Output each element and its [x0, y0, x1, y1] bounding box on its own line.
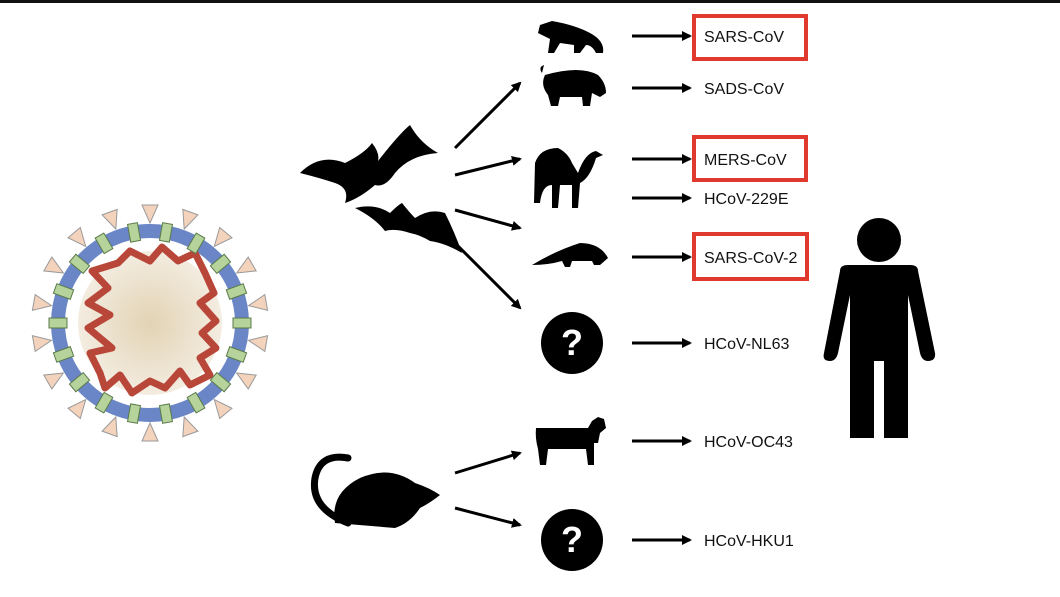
human-icon	[823, 218, 936, 438]
spike-protein	[235, 256, 258, 274]
virus-label-mers-cov: MERS-CoV	[704, 152, 787, 169]
svg-text:?: ?	[561, 322, 583, 363]
spike-protein	[247, 334, 269, 353]
membrane-protein	[52, 283, 75, 300]
virus-label-hcov-oc43: HCoV-OC43	[704, 434, 793, 451]
membrane-protein	[48, 317, 68, 329]
membrane-protein	[68, 371, 91, 393]
camel-icon	[534, 148, 603, 208]
pangolin-icon	[532, 243, 608, 267]
spike-protein	[67, 226, 87, 248]
spike-protein	[31, 293, 53, 312]
virus-label-sads-cov: SADS-CoV	[704, 81, 784, 98]
membrane-protein	[52, 346, 75, 363]
coronavirus-illustration	[31, 204, 269, 442]
spike-protein	[213, 226, 233, 248]
membrane-protein	[225, 346, 248, 363]
civet-icon	[538, 21, 604, 53]
membrane-protein	[68, 253, 91, 275]
spike-protein	[182, 415, 199, 438]
spike-protein	[67, 398, 87, 420]
spike-protein	[247, 293, 269, 312]
membrane-protein	[186, 232, 206, 255]
rat-icon	[310, 453, 440, 528]
virus-label-sars-cov-2: SARS-CoV-2	[704, 250, 797, 267]
unknown-host-icon: ?	[541, 509, 603, 571]
spike-protein	[235, 372, 258, 390]
spike-protein	[31, 334, 53, 353]
membrane-protein	[126, 222, 142, 243]
virus-label-sars-cov: SARS-CoV	[704, 29, 784, 46]
spike-protein	[42, 372, 65, 390]
unknown-host-icon: ?	[541, 312, 603, 374]
highlight-box	[692, 232, 809, 281]
bat-icon	[355, 203, 462, 253]
spillover-arrows	[632, 31, 692, 545]
membrane-protein	[94, 391, 114, 414]
virus-label-hcov-hku1: HCoV-HKU1	[704, 533, 794, 550]
spike-protein	[141, 204, 159, 225]
spike-protein	[101, 208, 118, 231]
membrane-protein	[209, 371, 232, 393]
cow-icon	[535, 417, 606, 465]
membrane-protein	[158, 222, 174, 243]
spike-protein	[141, 421, 159, 442]
svg-text:?: ?	[561, 519, 583, 560]
membrane-protein	[225, 283, 248, 300]
spike-protein	[182, 208, 199, 231]
pig-icon	[540, 65, 606, 106]
highlight-box	[692, 135, 808, 182]
membrane-protein	[186, 391, 206, 414]
transmission-arrows	[453, 81, 522, 528]
virus-label-hcov-229e: HCoV-229E	[704, 191, 789, 208]
spike-protein	[213, 398, 233, 420]
virus-label-hcov-nl63: HCoV-NL63	[704, 336, 789, 353]
membrane-protein	[232, 317, 252, 329]
spike-protein	[101, 415, 118, 438]
spike-protein	[42, 256, 65, 274]
membrane-protein	[158, 403, 174, 424]
coronavirus-origin-diagram: ? ? SARS-CoV SADS-CoV MERS-CoV HCoV-229E…	[31, 14, 936, 571]
membrane-protein	[126, 403, 142, 424]
highlight-box	[692, 14, 808, 61]
membrane-protein	[94, 232, 114, 255]
membrane-protein	[209, 253, 232, 275]
bat-icon	[300, 125, 438, 203]
